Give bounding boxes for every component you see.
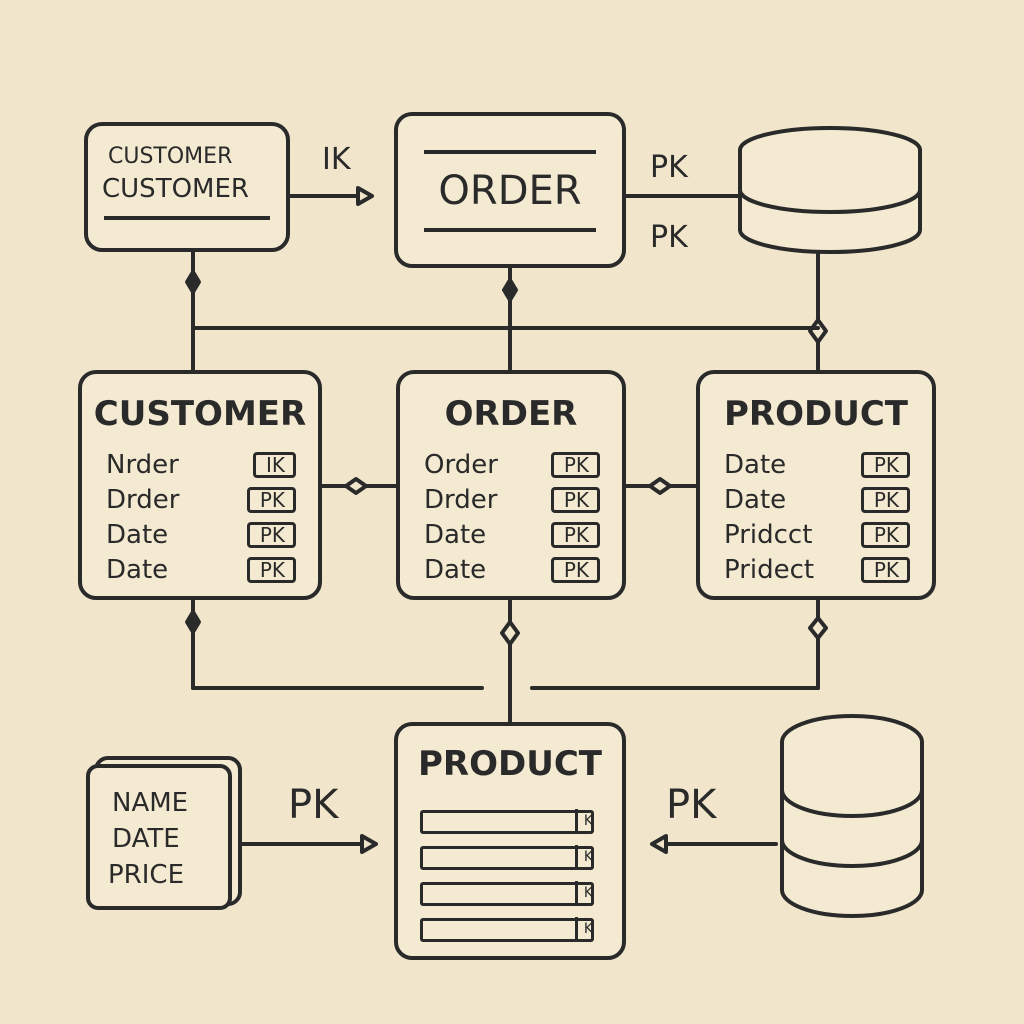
table-row: Date PK — [724, 485, 910, 515]
attribute-date: DATE — [112, 824, 180, 854]
field-name: Pridcct — [724, 520, 813, 550]
field-name: Date — [106, 520, 169, 550]
customer-table-title: CUSTOMER — [93, 394, 307, 434]
arrowhead — [356, 186, 374, 206]
key-badge: PK — [550, 452, 600, 478]
key-badge: PK — [246, 487, 296, 513]
customer-card-line1: CUSTOMER — [108, 144, 233, 169]
field-name: Drder — [106, 485, 180, 515]
key-badge: IK — [252, 452, 296, 478]
diamond-marker — [808, 616, 828, 640]
product-title: PRODUCT — [418, 744, 602, 784]
product-entity-bottom[interactable]: PRODUCT K K K K — [394, 722, 626, 960]
attributes-card[interactable]: NAME DATE PRICE — [86, 764, 232, 910]
divider — [424, 228, 596, 232]
key-marker: K — [574, 809, 593, 833]
database-icon-top — [738, 126, 922, 254]
divider — [104, 216, 270, 220]
table-row: Drder PK — [106, 485, 296, 515]
relation-label-pk-lower: PK — [650, 220, 688, 255]
attribute-bar: K — [420, 881, 594, 906]
key-marker: K — [574, 917, 593, 941]
diamond-marker — [648, 477, 672, 495]
table-row: Pridcct PK — [724, 520, 910, 550]
field-name: Pridect — [724, 555, 815, 585]
order-title: ORDER — [438, 168, 582, 214]
order-entity-top[interactable]: ORDER — [394, 112, 626, 268]
table-row: Date PK — [724, 450, 910, 480]
attribute-bar: K — [420, 917, 594, 942]
field-name: Date — [724, 485, 787, 515]
table-row: Nrder IK — [106, 450, 296, 480]
relation-label-pk-left: PK — [288, 782, 339, 828]
diamond-marker — [185, 270, 201, 294]
diamond-marker — [185, 610, 201, 634]
table-row: Date PK — [106, 520, 296, 550]
field-name: Date — [424, 555, 487, 585]
divider — [424, 150, 596, 154]
table-row: Order PK — [424, 450, 600, 480]
attribute-bar: K — [420, 809, 594, 834]
field-name: Date — [724, 450, 787, 480]
key-badge: PK — [860, 452, 910, 478]
key-badge: PK — [550, 522, 600, 548]
arrowhead — [650, 834, 668, 854]
field-name: Date — [106, 555, 169, 585]
diamond-marker — [808, 318, 828, 344]
table-row: Drder PK — [424, 485, 600, 515]
key-badge: PK — [246, 522, 296, 548]
relation-label-pk-upper: PK — [650, 150, 688, 185]
field-name: Nrder — [106, 450, 179, 480]
key-badge: PK — [550, 487, 600, 513]
arrowhead — [360, 834, 378, 854]
key-badge: PK — [860, 487, 910, 513]
diamond-marker — [500, 620, 520, 646]
key-badge: PK — [860, 522, 910, 548]
diamond-marker — [344, 477, 368, 495]
table-row: Pridect PK — [724, 555, 910, 585]
diamond-marker — [502, 278, 518, 302]
key-marker: K — [574, 881, 593, 905]
attribute-price: PRICE — [108, 860, 184, 890]
product-table-title: PRODUCT — [724, 394, 908, 434]
field-name: Drder — [424, 485, 498, 515]
field-name: Order — [424, 450, 498, 480]
table-row: Date PK — [424, 520, 600, 550]
field-name: Date — [424, 520, 487, 550]
key-badge: PK — [860, 557, 910, 583]
attribute-name: NAME — [112, 788, 189, 818]
relation-label-pk-right: PK — [666, 782, 717, 828]
key-badge: PK — [246, 557, 296, 583]
relation-label-ik: IK — [322, 142, 351, 177]
key-badge: PK — [550, 557, 600, 583]
key-marker: K — [574, 845, 593, 869]
order-table-title: ORDER — [444, 394, 578, 434]
attribute-bar: K — [420, 845, 594, 870]
table-row: Date PK — [424, 555, 600, 585]
database-icon-bottom — [780, 714, 924, 918]
customer-card-line2: CUSTOMER — [102, 174, 249, 204]
table-row: Date PK — [106, 555, 296, 585]
customer-card-top[interactable]: CUSTOMER CUSTOMER — [84, 122, 290, 252]
